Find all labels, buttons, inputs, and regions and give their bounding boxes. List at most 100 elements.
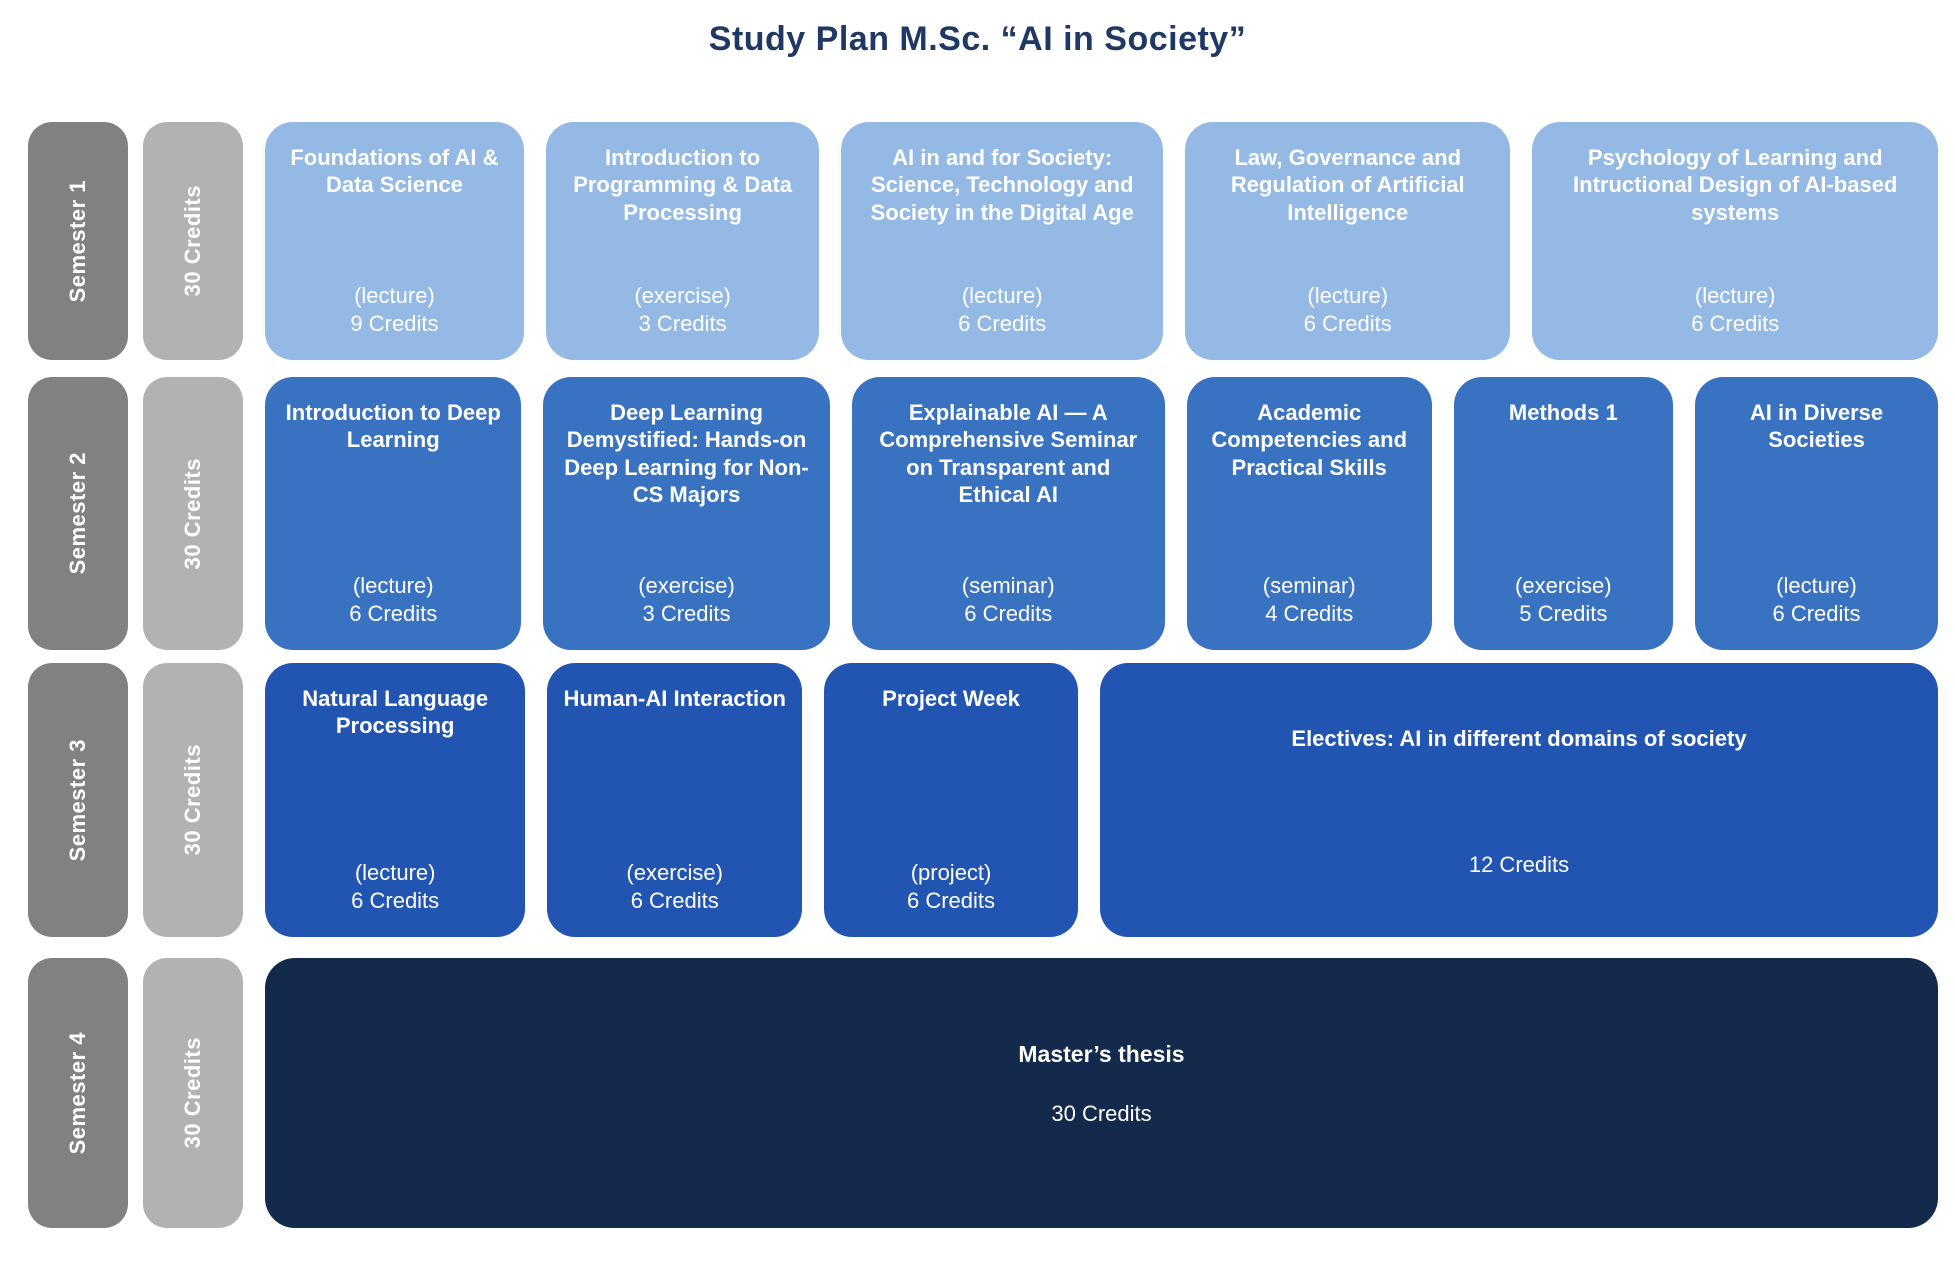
course-meta: (seminar) 6 Credits [868, 572, 1149, 628]
course-credits: 6 Credits [630, 887, 719, 913]
course-meta: (lecture) 6 Credits [1548, 282, 1922, 338]
course-card: Human-AI Interaction (exercise) 6 Credit… [547, 663, 803, 937]
course-meta: 12 Credits [1116, 851, 1922, 879]
course-type: (lecture) [1776, 572, 1857, 598]
semester-1-row: Semester 1 30 Credits Foundations of AI … [28, 122, 1938, 360]
course-title: Law, Governance and Regulation of Artifi… [1230, 145, 1465, 225]
semester-3-row: Semester 3 30 Credits Natural Language P… [28, 663, 1939, 937]
course-credits: 6 Credits [351, 887, 440, 913]
course-meta: (lecture) 6 Credits [1201, 282, 1494, 338]
credits-column: 30 Credits [143, 958, 243, 1228]
course-card: Deep Learning Demystified: Hands-on Deep… [543, 377, 830, 650]
course-title: Foundations of AI & Data Science [290, 145, 499, 198]
course-card: Introduction to Programming & Data Proce… [545, 122, 820, 360]
course-meta: (exercise) 6 Credits [563, 859, 786, 915]
semester-label: Semester 2 [65, 452, 90, 575]
course-type: (lecture) [354, 282, 435, 308]
course-credits: 12 Credits [1468, 851, 1570, 877]
course-meta: (lecture) 9 Credits [281, 282, 508, 338]
course-meta: (lecture) 6 Credits [281, 572, 505, 628]
course-credits: 6 Credits [958, 310, 1047, 336]
course-credits: 6 Credits [1303, 310, 1392, 336]
course-title: Explainable AI — A Comprehensive Seminar… [879, 400, 1138, 507]
course-credits: 6 Credits [964, 600, 1053, 626]
credits-column: 30 Credits [143, 377, 243, 650]
course-list: Foundations of AI & Data Science (lectur… [265, 122, 1938, 360]
course-credits: 5 Credits [1519, 600, 1608, 626]
course-meta: (exercise) 3 Credits [562, 282, 803, 338]
course-card: Natural Language Processing (lecture) 6 … [265, 663, 526, 937]
semester-label: Semester 1 [65, 179, 90, 303]
course-title: AI in and for Society: Science, Technolo… [870, 145, 1134, 225]
course-credits: 6 Credits [1772, 600, 1861, 626]
course-card: Academic Competencies and Practical Skil… [1186, 377, 1432, 650]
course-title: AI in Diverse Societies [1749, 400, 1884, 453]
course-card: Methods 1 (exercise) 5 Credits [1453, 377, 1674, 650]
course-meta: (project) 6 Credits [840, 859, 1062, 915]
course-title: Introduction to Deep Learning [285, 400, 501, 453]
course-credits: 3 Credits [642, 600, 731, 626]
masters-thesis-card: Master’s thesis 30 Credits [265, 958, 1938, 1228]
course-credits: 9 Credits [350, 310, 439, 336]
course-card: Law, Governance and Regulation of Artifi… [1185, 122, 1511, 360]
semester-label-column: Semester 4 [28, 958, 128, 1228]
course-type: (lecture) [1307, 282, 1389, 308]
course-card: Introduction to Deep Learning (lecture) … [265, 377, 522, 650]
study-plan-grid: Semester 1 30 Credits Foundations of AI … [28, 122, 1939, 1228]
course-type: (exercise) [1515, 572, 1612, 598]
course-card: AI in and for Society: Science, Technolo… [841, 122, 1164, 360]
electives-card: Electives: AI in different domains of so… [1099, 663, 1939, 937]
course-credits: 4 Credits [1265, 600, 1354, 626]
course-title: Introduction to Programming & Data Proce… [573, 145, 793, 225]
course-title: Psychology of Learning and Intructional … [1573, 145, 1898, 225]
course-title: Methods 1 [1508, 400, 1618, 425]
course-list: Introduction to Deep Learning (lecture) … [265, 377, 1938, 650]
course-card: AI in Diverse Societies (lecture) 6 Cred… [1695, 377, 1938, 650]
credits-label: 30 Credits [180, 457, 205, 570]
course-meta: (seminar) 4 Credits [1203, 572, 1416, 628]
course-list: Natural Language Processing (lecture) 6 … [265, 663, 1939, 937]
course-credits: 30 Credits [1051, 1101, 1152, 1127]
credits-column: 30 Credits [143, 122, 243, 360]
course-type: (lecture) [1694, 282, 1776, 308]
course-meta: (exercise) 5 Credits [1470, 572, 1657, 628]
course-type: (exercise) [626, 859, 723, 885]
course-type: (lecture) [352, 572, 434, 598]
course-type: (exercise) [638, 572, 735, 598]
semester-label-column: Semester 2 [28, 377, 128, 650]
course-meta: (lecture) 6 Credits [857, 282, 1147, 338]
course-type: (project) [910, 859, 992, 885]
course-credits: 3 Credits [638, 310, 727, 336]
course-credits: 6 Credits [1691, 310, 1780, 336]
course-list: Master’s thesis 30 Credits [265, 958, 1938, 1228]
page-title: Study Plan M.Sc. “AI in Society” [708, 20, 1247, 58]
credits-label: 30 Credits [180, 744, 205, 856]
course-title: Human-AI Interaction [563, 686, 786, 711]
credits-label: 30 Credits [180, 185, 205, 297]
course-title: Academic Competencies and Practical Skil… [1211, 400, 1408, 480]
course-type: (lecture) [961, 282, 1043, 308]
course-credits: 6 Credits [907, 887, 996, 913]
semester-label: Semester 3 [65, 738, 90, 862]
course-title: Natural Language Processing [302, 686, 489, 739]
course-title: Master’s thesis [1018, 1040, 1185, 1067]
semester-label-column: Semester 1 [28, 122, 128, 360]
course-title: Project Week [882, 686, 1020, 711]
course-card: Psychology of Learning and Intructional … [1532, 122, 1938, 360]
course-card: Project Week (project) 6 Credits [824, 663, 1078, 937]
course-meta: (exercise) 3 Credits [559, 572, 813, 628]
credits-label: 30 Credits [180, 1037, 205, 1149]
credits-column: 30 Credits [143, 663, 243, 937]
course-type: (lecture) [354, 859, 436, 885]
course-title: Electives: AI in different domains of so… [1291, 726, 1747, 751]
semester-4-row: Semester 4 30 Credits Master’s thesis 30… [28, 958, 1938, 1228]
course-meta: (lecture) 6 Credits [281, 859, 509, 915]
semester-2-row: Semester 2 30 Credits Introduction to De… [28, 377, 1938, 650]
semester-label: Semester 4 [65, 1031, 90, 1155]
course-card: Explainable AI — A Comprehensive Seminar… [851, 377, 1165, 650]
course-type: (seminar) [961, 572, 1055, 598]
course-type: (seminar) [1262, 572, 1356, 598]
course-card: Foundations of AI & Data Science (lectur… [265, 122, 524, 360]
course-credits: 6 Credits [349, 600, 438, 626]
